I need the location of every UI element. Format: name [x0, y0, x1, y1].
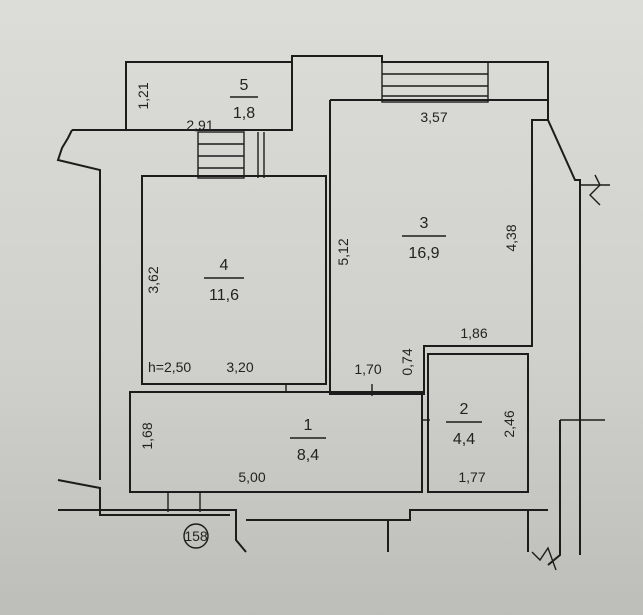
dim-1-70: 1,70	[354, 361, 381, 377]
dim-2-91: 2,91	[186, 117, 213, 133]
room-4-number: 4	[220, 257, 229, 274]
stairs-right	[381, 61, 489, 103]
room-3-area: 16,9	[408, 245, 439, 262]
room-3	[329, 99, 549, 395]
room-4-area: 11,6	[209, 287, 239, 304]
room-labels: 5 1,8 4 11,6 3 16,9 1 8,4 2 4,4	[204, 77, 482, 464]
room-2-number: 2	[460, 401, 469, 418]
dim-3-62: 3,62	[145, 266, 161, 293]
dim-0-74: 0,74	[399, 348, 415, 375]
dim-1-68: 1,68	[139, 422, 155, 449]
dim-5-00: 5,00	[238, 469, 265, 485]
room-1	[129, 384, 423, 512]
room-1-number: 1	[304, 417, 313, 434]
stairs-left	[197, 131, 265, 179]
height-label: h=2,50	[148, 359, 191, 375]
dim-1-21: 1,21	[135, 82, 151, 109]
outer-walls	[56, 55, 610, 566]
dim-4-38: 4,38	[503, 224, 519, 251]
room-1-area: 8,4	[297, 447, 319, 464]
building-number: 158	[184, 528, 208, 544]
room-3-number: 3	[420, 215, 429, 232]
dim-3-20: 3,20	[226, 359, 253, 375]
dim-2-46: 2,46	[501, 410, 517, 437]
room-5-number: 5	[240, 77, 249, 94]
room-5	[125, 61, 293, 131]
dim-5-12: 5,12	[335, 238, 351, 265]
building-number-badge: 158	[183, 523, 209, 549]
room-2-area: 4,4	[453, 431, 475, 448]
dim-3-57: 3,57	[420, 109, 447, 125]
room-5-area: 1,8	[233, 105, 255, 122]
dim-1-77: 1,77	[458, 469, 485, 485]
room-2	[422, 353, 529, 493]
corridor-walls	[246, 509, 557, 571]
dim-1-86: 1,86	[460, 325, 487, 341]
room-4	[141, 175, 327, 385]
dimension-labels: 1,21 2,91 3,57 5,12 4,38 3,62 1,86 0,74 …	[135, 82, 519, 485]
